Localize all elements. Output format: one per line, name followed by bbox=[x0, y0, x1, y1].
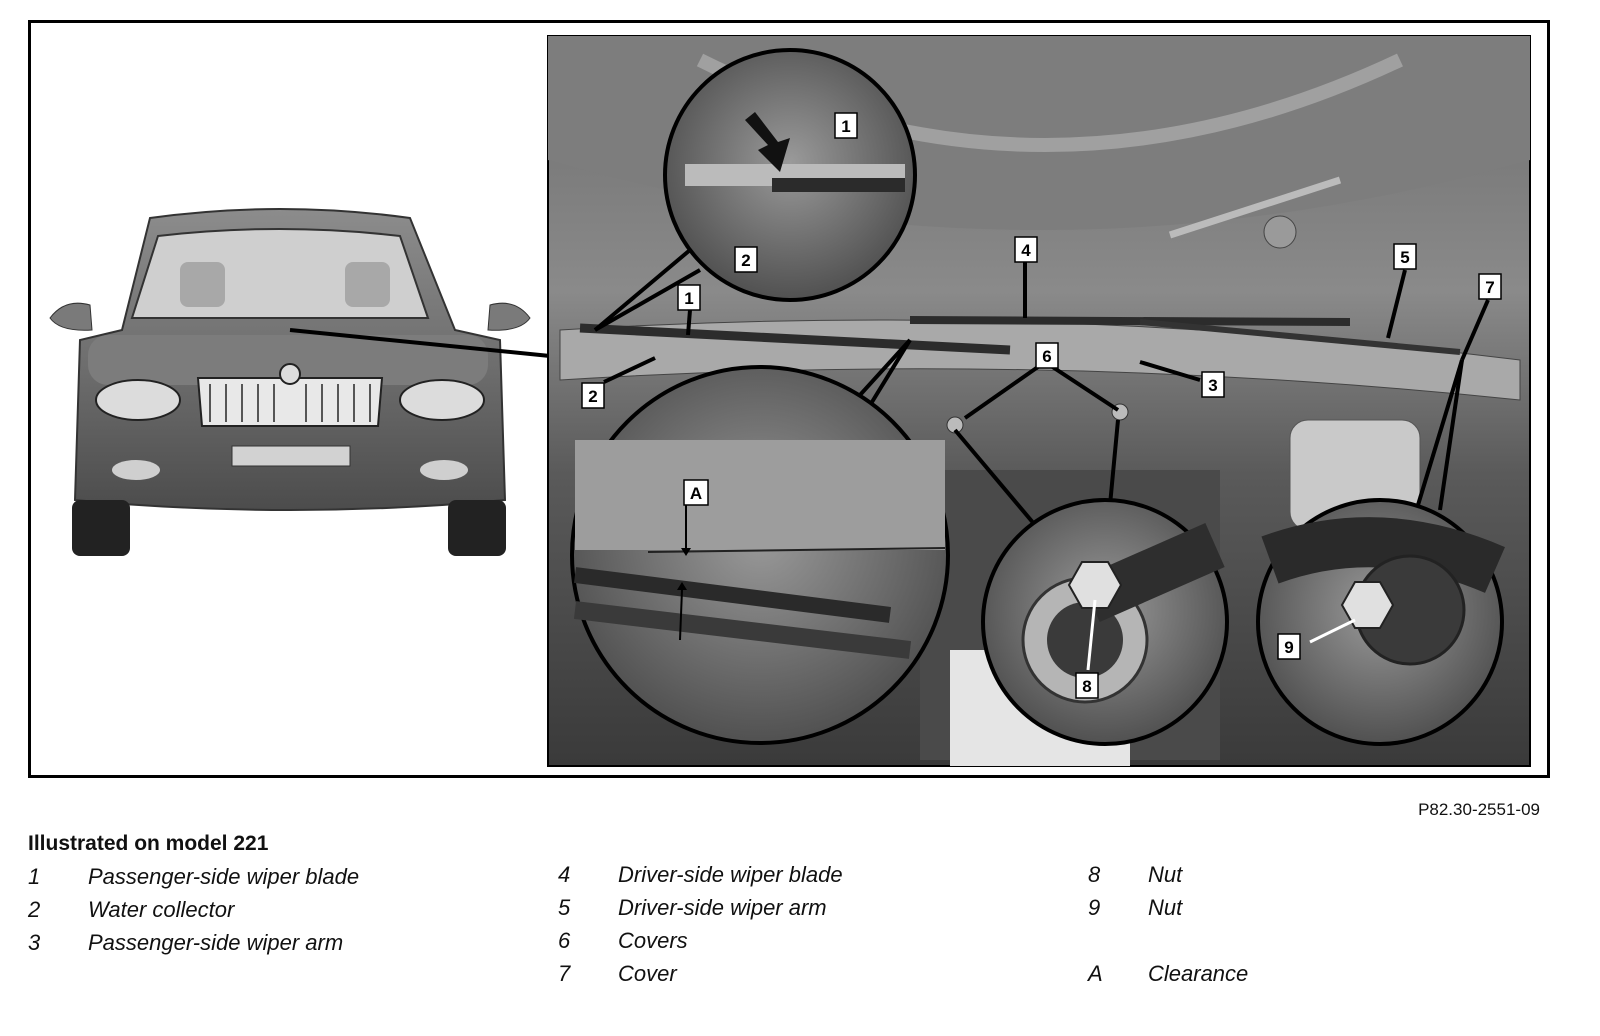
legend-number: 6 bbox=[558, 928, 571, 953]
svg-text:7: 7 bbox=[1485, 278, 1494, 297]
legend-label: Nut bbox=[1148, 895, 1183, 920]
legend-number: 4 bbox=[558, 862, 571, 887]
legend-label: Covers bbox=[618, 928, 688, 953]
license-plate bbox=[231, 445, 351, 467]
mirror-left bbox=[49, 302, 93, 331]
legend-number: A bbox=[1088, 961, 1103, 986]
legend-number: 1 bbox=[28, 864, 41, 889]
headlight-right bbox=[399, 379, 485, 421]
svg-text:8: 8 bbox=[1082, 677, 1091, 696]
callout-A: A bbox=[683, 479, 709, 506]
svg-text:1: 1 bbox=[841, 117, 850, 136]
pointer-line bbox=[289, 328, 551, 358]
callout-2-detail: 2 bbox=[734, 246, 758, 273]
legend-label: Passenger-side wiper arm bbox=[88, 930, 344, 955]
callout-1-top: 1 bbox=[834, 112, 858, 139]
detail-circle-clearance bbox=[570, 365, 950, 745]
legend-number: 9 bbox=[1088, 895, 1101, 920]
car-front-view bbox=[49, 208, 551, 556]
headlight-left bbox=[95, 379, 181, 421]
legend-label: Nut bbox=[1148, 862, 1183, 887]
legend-number: 2 bbox=[28, 897, 41, 922]
mirror-right bbox=[487, 302, 531, 331]
legend-number: 3 bbox=[28, 930, 41, 955]
svg-text:A: A bbox=[690, 484, 702, 503]
nut-9-shape bbox=[1340, 581, 1395, 629]
svg-text:6: 6 bbox=[1042, 347, 1051, 366]
svg-text:2: 2 bbox=[588, 387, 597, 406]
callout-8: 8 bbox=[1075, 672, 1099, 699]
wiper-blade-1-shape bbox=[579, 323, 1011, 355]
svg-text:9: 9 bbox=[1284, 638, 1293, 657]
detail-circle-water-collector bbox=[663, 48, 917, 302]
detail-circle-nut-8 bbox=[981, 498, 1229, 746]
legend-label: Clearance bbox=[1148, 961, 1249, 986]
nut-8-shape bbox=[1067, 561, 1123, 609]
arrow-icon bbox=[745, 112, 790, 172]
tire-right bbox=[448, 500, 506, 556]
svg-text:2: 2 bbox=[741, 251, 750, 270]
legend-label: Cover bbox=[618, 961, 677, 986]
svg-text:3: 3 bbox=[1208, 376, 1217, 395]
callout-4: 4 bbox=[1014, 236, 1038, 263]
callout-6: 6 bbox=[1035, 342, 1059, 369]
wiper-diagram: 1 1 2 2 3 4 5 6 7 8 9 A bbox=[49, 35, 1531, 767]
callout-5: 5 bbox=[1393, 243, 1417, 270]
tire-left bbox=[72, 500, 130, 556]
callout-1-main: 1 bbox=[677, 284, 701, 311]
wiper-blade-4-shape bbox=[909, 316, 1351, 326]
svg-text:1: 1 bbox=[684, 289, 693, 308]
legend-number: 7 bbox=[558, 961, 571, 986]
seat-left bbox=[180, 262, 225, 307]
figure-code: P82.30-2551-09 bbox=[1418, 800, 1540, 819]
callout-7: 7 bbox=[1478, 273, 1502, 300]
callout-9: 9 bbox=[1277, 633, 1301, 660]
legend-label: Driver-side wiper arm bbox=[618, 895, 827, 920]
caption-title: Illustrated on model 221 bbox=[28, 832, 269, 855]
legend-label: Passenger-side wiper blade bbox=[88, 864, 360, 889]
legend-number: 8 bbox=[1088, 862, 1101, 887]
leader-lines bbox=[593, 248, 1490, 527]
star-emblem bbox=[279, 363, 301, 385]
legend-label: Water collector bbox=[88, 897, 235, 922]
legend-label: Driver-side wiper blade bbox=[618, 862, 843, 887]
callout-2-main: 2 bbox=[581, 382, 605, 409]
callout-3: 3 bbox=[1201, 371, 1225, 398]
figure-frame bbox=[28, 20, 1550, 778]
seat-right bbox=[345, 262, 390, 307]
svg-text:4: 4 bbox=[1021, 241, 1031, 260]
legend-number: 5 bbox=[558, 895, 571, 920]
grille bbox=[196, 377, 384, 427]
detail-circle-nut-9 bbox=[1256, 498, 1505, 746]
svg-text:5: 5 bbox=[1400, 248, 1409, 267]
